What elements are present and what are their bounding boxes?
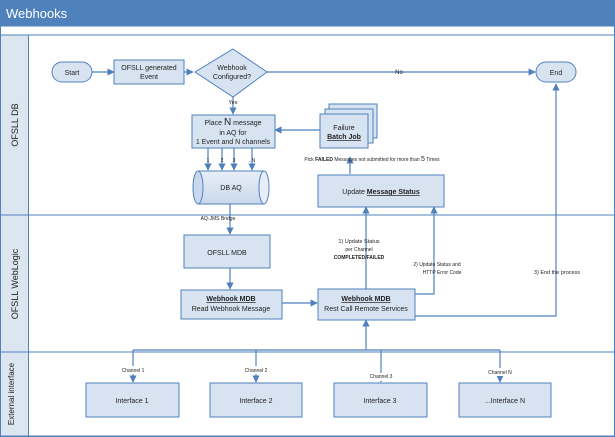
update2-line1: 2) Update Status and: [413, 262, 460, 268]
interface-2-box: [209, 382, 303, 418]
edge-update-status-2: [415, 206, 438, 295]
edge-label-update1: 1) Update Status per Channel COMPLETED/F…: [334, 239, 385, 261]
channel-name-n: Channel N: [488, 370, 512, 376]
node-place-message: Place N message in AQ for 1 Event and N …: [191, 114, 276, 149]
update1-line1: 1) Update Status: [338, 239, 380, 245]
lane-ofsll-db: [0, 34, 615, 216]
edge-label-update2: 2) Update Status and HTTP Error Code: [413, 262, 461, 276]
start-terminator: [51, 61, 93, 83]
channel-2-label-bg: [242, 366, 270, 374]
update-status-box: [317, 174, 445, 208]
generated-event-line1: OFSLL generated: [121, 65, 176, 72]
interface-1-label: Interface 1: [115, 398, 148, 405]
channel-labels: 1 2 3 ..N: [207, 158, 256, 164]
interface-3-label: Interface 3: [363, 398, 396, 405]
decision-line2: Configured?: [213, 74, 251, 81]
channel-n-label-bg: [486, 368, 514, 376]
edge-label-bridge: AQ-JMS Bridge: [201, 216, 236, 222]
channel-name-2: Channel 2: [245, 368, 268, 374]
update2-line2: HTTP Error Code: [423, 270, 462, 276]
lane-label-external: External interface: [7, 362, 16, 425]
edge-end-process: [415, 83, 560, 317]
lane-header-external: [0, 351, 29, 437]
edge-label-update3: 3) End the process: [534, 270, 580, 276]
edge-label-yes: Yes: [229, 100, 238, 106]
db-aq-left-cap: [192, 170, 204, 205]
update1-line3: COMPLETED/FAILED: [334, 255, 385, 261]
start-label: Start: [65, 70, 80, 77]
diagram-title: Webhooks: [6, 6, 68, 21]
lane-label-db: OFSLL DB: [10, 103, 20, 146]
node-webhook-mdb-read: Webhook MDB Read Webhook Message: [180, 289, 283, 320]
title-bar: [0, 0, 615, 27]
channel-label-n: ..N: [249, 158, 256, 164]
batch-line2: Batch Job: [327, 134, 361, 141]
lane-label-weblogic: OFSLL WebLogic: [10, 248, 20, 319]
edge-label-pick: Pick FAILED Messages not submitted for m…: [304, 156, 440, 163]
place-message-box: [191, 114, 276, 149]
interface-1-box: [85, 382, 180, 418]
node-generated-event: OFSLL generated Event: [113, 59, 185, 85]
db-aq-label: DB AQ: [220, 185, 242, 192]
lane-ofsll-weblogic: [0, 214, 615, 353]
end-label: End: [550, 70, 563, 77]
place-message-line1: Place N message: [204, 117, 261, 128]
batch-stack-front: [319, 113, 369, 149]
ofsll-mdb-label: OFSLL MDB: [207, 250, 247, 257]
interface-3-box: [333, 382, 428, 418]
channel-3-label-bg: [367, 373, 395, 381]
webhook-mdb-rest-box: [317, 288, 416, 321]
edge-label-no: No: [395, 70, 403, 76]
webhook-mdb-rest-sub: Rest Call Remote Services: [324, 306, 408, 313]
node-webhook-configured: Webhook Configured?: [194, 48, 268, 98]
generated-event-box: [113, 59, 185, 85]
channel-label-1: 1: [207, 158, 210, 164]
update-status-label: Update Message Status: [342, 189, 420, 196]
node-interface-1: Interface 1: [85, 382, 180, 418]
node-webhook-mdb-rest: Webhook MDB Rest Call Remote Services: [317, 288, 416, 321]
node-interface-n: ...Interface N: [458, 382, 552, 418]
place-message-line3: 1 Event and N channels: [196, 139, 271, 146]
node-failure-batch-job: Failure Batch Job: [319, 103, 378, 149]
edges: [92, 68, 560, 383]
webhook-mdb-read-title: Webhook MDB: [206, 296, 255, 303]
interface-2-label: Interface 2: [239, 398, 272, 405]
node-db-aq: DB AQ: [192, 170, 270, 205]
decision-diamond: [194, 48, 268, 98]
end-terminator: [535, 61, 577, 83]
channel-name-labels: Channel 1 Channel 2 Channel 3 Channel N: [119, 366, 514, 381]
update1-line2: per Channel: [345, 247, 372, 253]
webhook-mdb-read-sub: Read Webhook Message: [192, 306, 271, 313]
decision-line1: Webhook: [217, 65, 247, 72]
channel-name-3: Channel 3: [370, 374, 393, 380]
batch-line1: Failure: [333, 125, 355, 132]
channel-label-2: 2: [221, 158, 224, 164]
channel-1-label-bg: [119, 366, 147, 374]
lane-header-db: [0, 34, 29, 216]
node-ofsll-mdb: OFSLL MDB: [183, 234, 271, 269]
db-aq-body: [197, 170, 265, 205]
lane-header-weblogic: [0, 214, 29, 353]
channel-name-1: Channel 1: [122, 368, 145, 374]
node-update-message-status: Update Message Status: [317, 174, 445, 208]
generated-event-line2: Event: [140, 74, 158, 81]
place-message-line2: in AQ for: [219, 130, 247, 137]
node-end: End: [535, 61, 577, 83]
node-interface-2: Interface 2: [209, 382, 303, 418]
ofsll-mdb-box: [183, 234, 271, 269]
node-interface-3: Interface 3: [333, 382, 428, 418]
interface-n-label: ...Interface N: [485, 398, 525, 405]
webhook-mdb-read-box: [180, 289, 283, 320]
webhook-mdb-rest-title: Webhook MDB: [341, 296, 390, 303]
db-aq-right-cap: [258, 170, 270, 205]
channel-label-3: 3: [233, 158, 236, 164]
interface-n-box: [458, 382, 552, 418]
node-start: Start: [51, 61, 93, 83]
swimlanes: OFSLL DB OFSLL WebLogic External interfa…: [0, 34, 615, 437]
